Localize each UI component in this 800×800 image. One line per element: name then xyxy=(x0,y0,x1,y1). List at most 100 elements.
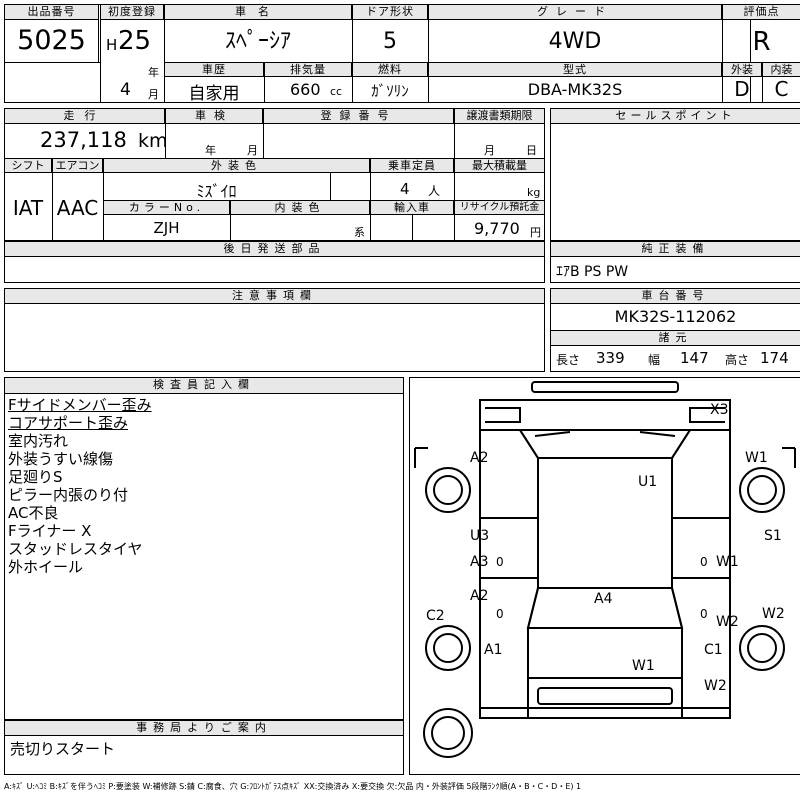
inspection-month-unit: 月 xyxy=(247,144,258,157)
width: 147 xyxy=(680,349,709,367)
divider xyxy=(550,330,800,331)
rear-bumper-outline xyxy=(537,687,673,705)
rear-left-wheel xyxy=(425,625,471,671)
divider xyxy=(412,215,413,241)
office-label: 事務局よりご案内 xyxy=(4,720,404,736)
int-color-label: 内装色 xyxy=(230,200,370,215)
length-label: 長さ xyxy=(556,353,581,367)
mark-w1-right-door: W1 xyxy=(716,554,739,570)
mark-zero: 0 xyxy=(496,555,504,569)
car-diagram: X3 W1 A2 U1 S1 U3 A3 W1 A2 A4 C2 W2 W2 A… xyxy=(409,377,800,775)
front-bumper-outline xyxy=(531,381,679,393)
inspector-comment: コアサポート歪み xyxy=(8,414,129,432)
front-left-wheel xyxy=(425,467,471,513)
mark-s1: S1 xyxy=(764,528,782,544)
divider xyxy=(428,4,429,62)
divider xyxy=(4,62,100,63)
import-label: 輸入車 xyxy=(370,200,454,215)
shift-label: シフト xyxy=(4,158,52,173)
inspector-comment: Fライナー X xyxy=(8,522,92,540)
mark-u3: U3 xyxy=(470,528,489,544)
inspector-comment: 足廻りS xyxy=(8,468,63,486)
spare-rim xyxy=(431,716,465,750)
divider xyxy=(352,62,353,103)
tailgate-outline xyxy=(527,627,683,679)
caution-label: 注意事項欄 xyxy=(4,288,545,304)
grade-label: グレード xyxy=(428,4,722,20)
score: R xyxy=(752,27,771,57)
inspector-comment: ピラー内張のり付 xyxy=(8,486,129,504)
divider xyxy=(352,4,353,62)
chassis-label: 車台番号 xyxy=(550,288,800,304)
capacity-unit: 人 xyxy=(428,184,441,198)
right-body-outline xyxy=(671,429,731,719)
model-label: 型式 xyxy=(428,62,722,77)
spare-wheel xyxy=(423,708,473,758)
left-body-outline xyxy=(479,429,539,719)
divider xyxy=(103,158,104,241)
reg-month-unit: 月 xyxy=(148,88,159,101)
mark-w1-front-right: W1 xyxy=(745,450,768,466)
mark-a1: A1 xyxy=(484,642,502,658)
chassis-no: MK32S-112062 xyxy=(614,307,737,326)
height: 174 xyxy=(760,349,789,367)
equipment: ｴｱB PS PW xyxy=(556,264,629,280)
load-unit: kg xyxy=(527,186,541,199)
inspector-label: 検査員記入欄 xyxy=(4,377,404,394)
right-bracket xyxy=(782,447,796,468)
inspector-comment: Fサイドメンバー歪み xyxy=(8,396,152,414)
load-label: 最大積載量 xyxy=(454,158,545,173)
front-right-wheel xyxy=(739,467,785,513)
reg-year: 25 xyxy=(118,26,152,56)
divider xyxy=(428,62,429,103)
mark-zero: 0 xyxy=(496,607,504,621)
history-label: 車歴 xyxy=(164,62,264,77)
recycle: 9,770 xyxy=(474,219,520,238)
interior-grade: C xyxy=(774,77,789,101)
divider xyxy=(230,200,231,241)
displacement-label: 排気量 xyxy=(264,62,352,77)
front-left-rim xyxy=(433,475,463,505)
recycle-label: リサイクル預託金 xyxy=(454,200,545,215)
hood-outline xyxy=(479,399,731,431)
divider xyxy=(454,108,455,158)
legend: A:ｷｽﾞ U:ﾍｺﾐ B:ｷｽﾞを伴うﾍｺﾐ P:要塗装 W:補修跡 S:錆 … xyxy=(4,782,582,791)
capacity: 4 xyxy=(400,180,410,198)
divider xyxy=(370,158,371,241)
height-label: 高さ xyxy=(725,353,750,367)
rear-right-rim xyxy=(747,633,777,663)
shift: IAT xyxy=(12,196,44,220)
divider xyxy=(100,4,101,103)
first-reg-label: 初度登録 xyxy=(100,4,164,20)
mileage-label: 走行 xyxy=(4,108,165,124)
int-color-unit: 系 xyxy=(354,226,365,239)
mark-w2-right-door: W2 xyxy=(716,614,739,630)
front-right-rim xyxy=(747,475,777,505)
ext-color: ﾐｽﾞｲﾛ xyxy=(196,182,237,201)
mark-c1: C1 xyxy=(704,642,723,658)
reg-month: 4 xyxy=(120,80,131,100)
mark-u1: U1 xyxy=(638,474,657,490)
history: 自家用 xyxy=(188,84,240,101)
inspector-comment: AC不良 xyxy=(8,504,59,522)
inspector-comment: 室内汚れ xyxy=(8,432,69,450)
later-parts-label: 後日発送部品 xyxy=(4,241,545,257)
header-grid xyxy=(4,4,751,103)
color-no: ZJH xyxy=(153,219,180,237)
ac: AAC xyxy=(56,196,99,220)
divider xyxy=(264,62,265,103)
inspector-comment: 外装うすい線傷 xyxy=(8,450,114,468)
displacement-unit: cc xyxy=(330,85,343,98)
lot-number-label: 出品番号 xyxy=(4,4,99,20)
divider xyxy=(330,173,331,200)
fuel-label: 燃料 xyxy=(352,62,428,77)
ac-label: エアコン xyxy=(52,158,103,173)
hood-detail-left xyxy=(485,407,521,423)
ext-color-label: 外装色 xyxy=(103,158,370,173)
length: 339 xyxy=(596,349,625,367)
divider xyxy=(762,62,763,103)
mark-a4: A4 xyxy=(594,591,613,607)
doors: 5 xyxy=(383,29,397,54)
wiper-lines xyxy=(534,431,676,437)
car-body-svg: X3 W1 A2 U1 S1 U3 A3 W1 A2 A4 C2 W2 W2 A… xyxy=(414,381,796,758)
